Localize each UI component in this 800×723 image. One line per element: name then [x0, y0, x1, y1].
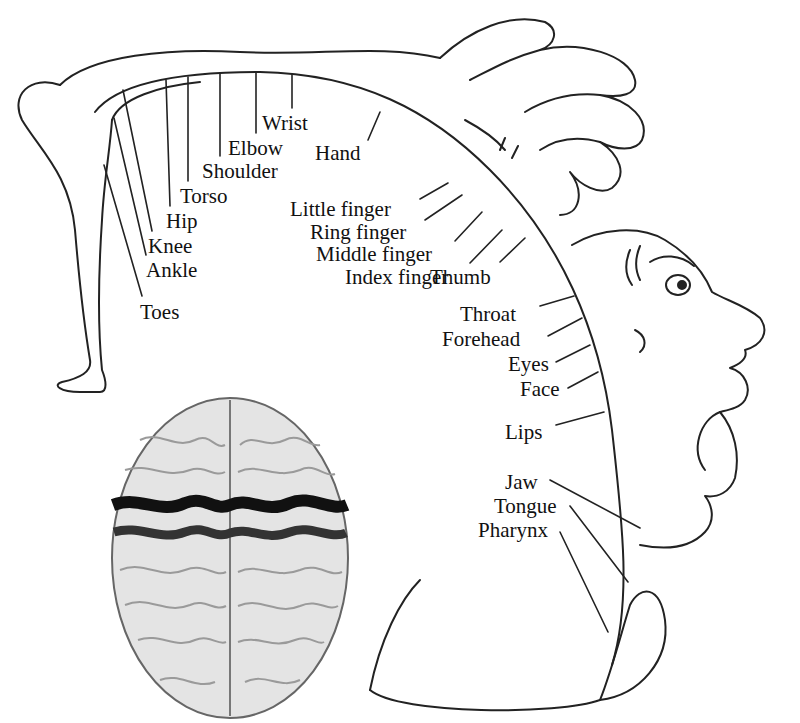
body-part-label: Hip	[166, 209, 198, 233]
body-part-label: Eyes	[508, 352, 549, 376]
body-part-label: Face	[520, 377, 560, 401]
body-part-label: Tongue	[494, 494, 557, 518]
body-part-label: Lips	[505, 420, 542, 444]
cortex-inner-line	[370, 580, 420, 690]
ear-line	[635, 330, 645, 352]
eye-pupil	[678, 281, 686, 289]
finger-line	[540, 139, 600, 150]
body-part-label: Toes	[140, 300, 179, 324]
brain-top-view	[112, 398, 348, 718]
finger-line	[470, 50, 540, 80]
body-part-label: Pharynx	[478, 518, 548, 542]
body-part-label: Forehead	[442, 327, 520, 351]
tongue-outline	[600, 591, 666, 700]
body-part-label: Little finger	[290, 197, 391, 221]
body-part-label: Torso	[180, 184, 228, 208]
body-part-label: Thumb	[430, 265, 491, 289]
body-part-label: Hand	[315, 141, 361, 165]
mouth-outline	[698, 412, 720, 470]
hand-outline	[440, 19, 644, 215]
body-part-label: Wrist	[262, 111, 308, 135]
brow-line	[626, 246, 640, 285]
thumb-line	[465, 120, 505, 150]
body-part-label: Ring finger	[310, 220, 406, 244]
face-outline	[572, 230, 764, 547]
eyelid	[650, 256, 694, 266]
body-part-label: Middle finger	[316, 242, 432, 266]
body-part-label: Elbow	[228, 136, 283, 160]
body-part-label: Knee	[148, 234, 192, 258]
eye-outline	[666, 275, 690, 295]
body-part-label: Ankle	[146, 258, 197, 282]
leg-outline	[18, 82, 112, 392]
finger-tick	[500, 138, 518, 158]
finger-line	[525, 94, 600, 112]
body-outline	[60, 51, 440, 85]
body-part-label: Shoulder	[202, 159, 278, 183]
base-outline	[370, 690, 600, 710]
body-part-label: Jaw	[505, 470, 538, 494]
body-part-label: Throat	[460, 302, 516, 326]
